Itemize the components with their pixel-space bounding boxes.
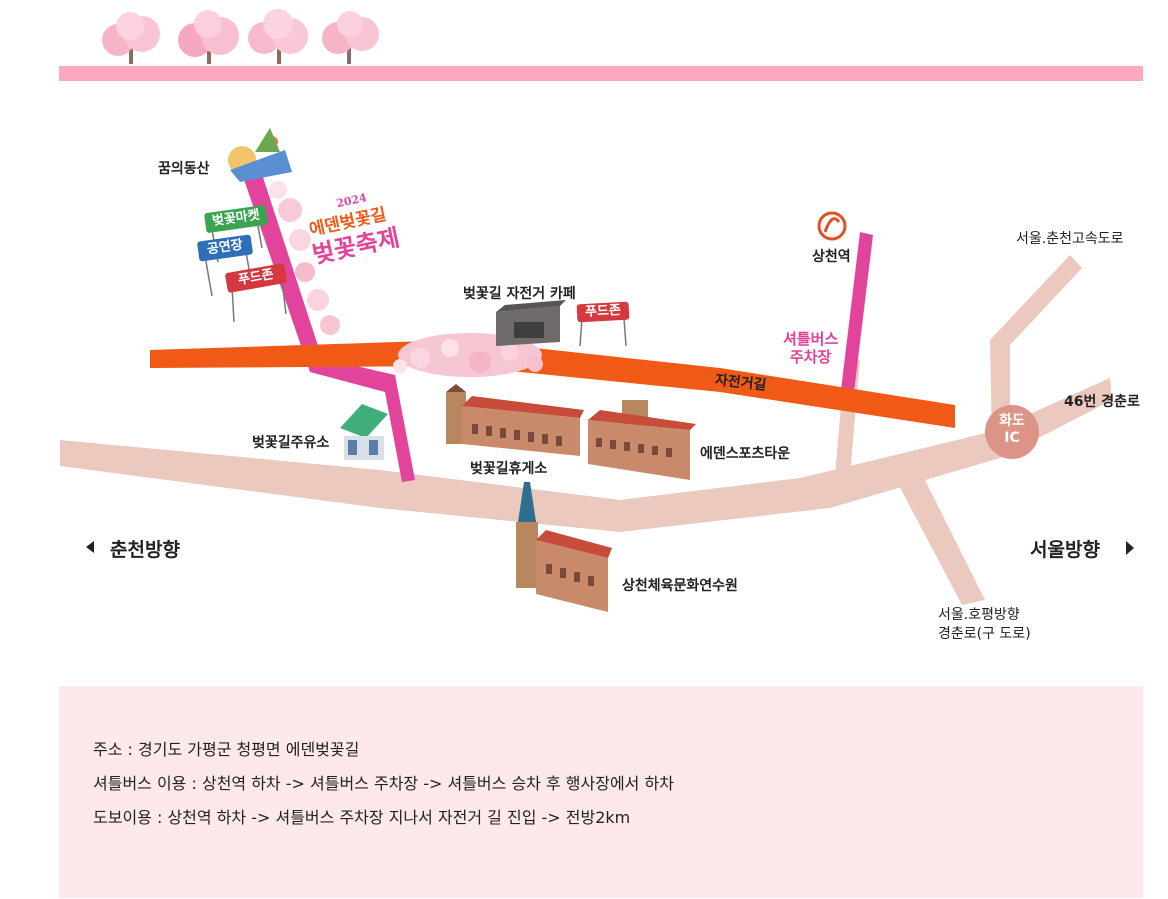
sports-town-building <box>588 400 696 480</box>
food-zone-sign-right: 푸드존 <box>576 301 630 323</box>
cherry-tree-icon <box>248 9 308 64</box>
label-bike-cafe: 벚꽃길 자전거 카페 <box>463 286 576 302</box>
rest-area-building <box>446 384 584 456</box>
info-address: 주소 : 경기도 가평군 청평면 에덴벚꽃길 <box>93 740 360 759</box>
right-arrow-icon <box>1126 541 1134 555</box>
cherry-tree-icon <box>322 11 379 64</box>
hwado-ic-label: 화도 IC <box>990 413 1034 447</box>
hwado-ic-marker <box>985 405 1039 459</box>
bike-path <box>150 340 955 428</box>
gas-station-building <box>340 404 388 460</box>
label-training-center: 상천체육문화연수원 <box>622 578 738 594</box>
dream-hill-icon <box>228 128 292 182</box>
station-icon <box>817 211 847 241</box>
label-chuncheon-direction: 춘천방향 <box>110 539 180 561</box>
label-hopyeong-line1: 서울.호평방향 <box>938 607 1020 623</box>
label-shuttle-parking: 셔틀버스 주차장 <box>783 330 839 366</box>
top-pink-bar <box>59 66 1143 81</box>
label-eden-sports: 에덴스포츠타운 <box>700 446 791 462</box>
cherry-tree-icon <box>178 10 239 64</box>
info-panel <box>59 686 1143 898</box>
hopyeong-road <box>895 470 985 605</box>
label-seoul-direction: 서울방향 <box>1030 539 1100 561</box>
main-road <box>60 378 1112 532</box>
info-walk: 도보이용 : 상천역 하차 -> 셔틀버스 주차장 지나서 자전거 길 진입 -… <box>93 808 631 827</box>
hwado-ic-label-top: 화도 <box>999 413 1025 429</box>
blossom-cluster <box>269 181 340 335</box>
bike-cafe-building <box>496 300 566 346</box>
hwado-ic-label-bottom: IC <box>1004 430 1020 446</box>
map-canvas <box>60 128 1134 612</box>
cherry-tree-icon <box>102 12 160 64</box>
label-dream-hill: 꿈의동산 <box>158 161 210 177</box>
label-sangcheon-station: 상천역 <box>812 249 851 265</box>
label-hopyeong-line2: 경춘로(구 도로) <box>938 626 1031 642</box>
festival-path <box>238 162 415 482</box>
label-highway: 서울.춘천고속도로 <box>1016 231 1124 247</box>
label-gas-station: 벚꽃길주유소 <box>252 435 330 451</box>
left-arrow-icon <box>86 541 94 553</box>
info-shuttle: 셔틀버스 이용 : 상천역 하차 -> 셔틀버스 주차장 -> 셔틀버스 승차 … <box>93 774 674 793</box>
training-center-building <box>516 482 612 612</box>
station-path <box>841 232 873 392</box>
header-decoration <box>59 9 1143 81</box>
label-route46: 46번 경춘로 <box>1064 394 1140 410</box>
label-rest-area: 벚꽃길휴게소 <box>470 461 548 477</box>
